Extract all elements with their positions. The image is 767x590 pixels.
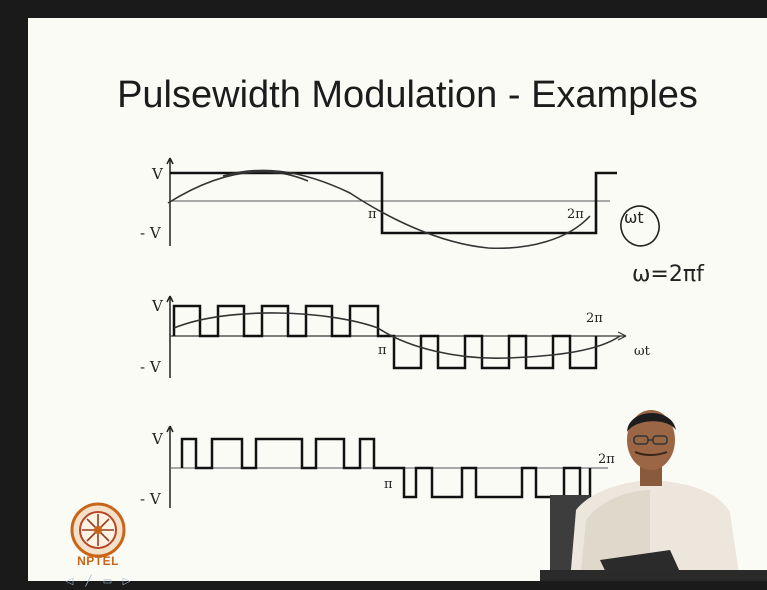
omega-t-note: ωt: [624, 208, 644, 227]
level-low-label: - V: [140, 358, 162, 376]
two-pi-label: 2π: [586, 311, 603, 326]
level-high-label: V: [151, 430, 164, 448]
waveform-1: V - V π 2π: [140, 157, 617, 250]
waveform-3: V - V π 2π: [140, 425, 615, 508]
slide-nav-bar: ◁ ╱ ▭ ▷: [64, 576, 132, 590]
waveform-2: V - V π 2π ωt: [140, 295, 651, 378]
pi-label: π: [384, 477, 393, 492]
square-wave: [170, 171, 617, 235]
pen-icon[interactable]: ╱: [85, 576, 92, 587]
level-low-label: - V: [140, 224, 162, 242]
pi-label: π: [378, 343, 387, 358]
fundamental-sketch: [173, 312, 621, 360]
circle-mark: [620, 205, 660, 247]
arrow-left-icon[interactable]: ◁: [65, 576, 74, 587]
level-low-label: - V: [140, 490, 162, 508]
nptel-logo-text: NPTEL: [77, 554, 119, 568]
sine-sketch-1: [167, 170, 309, 204]
sine-sketch-2: [222, 169, 591, 250]
omega-eq-note: ω=2πf: [632, 262, 705, 287]
nptel-logo-icon: [70, 502, 126, 558]
presenter-video: [540, 410, 767, 581]
pi-label: π: [368, 207, 377, 222]
omega-t-label: ωt: [634, 344, 651, 359]
handwritten-notes: ωt ω=2πf: [620, 205, 705, 287]
slide: Pulsewidth Modulation - Examples V - V π…: [28, 18, 767, 587]
two-pi-label: 2π: [598, 452, 615, 467]
sinusoidal-pwm-pulses: [180, 437, 592, 499]
slide-title: Pulsewidth Modulation - Examples: [117, 74, 698, 116]
level-high-label: V: [151, 165, 164, 183]
arrow-right-icon[interactable]: ▷: [122, 576, 131, 587]
level-high-label: V: [151, 297, 164, 315]
pwm-pulses: [172, 304, 598, 370]
menu-icon[interactable]: ▭: [102, 576, 113, 587]
pwm-diagrams: V - V π 2π ωt ω=2πf V - V π 2π ωt: [140, 157, 705, 508]
two-pi-label: 2π: [567, 207, 584, 222]
